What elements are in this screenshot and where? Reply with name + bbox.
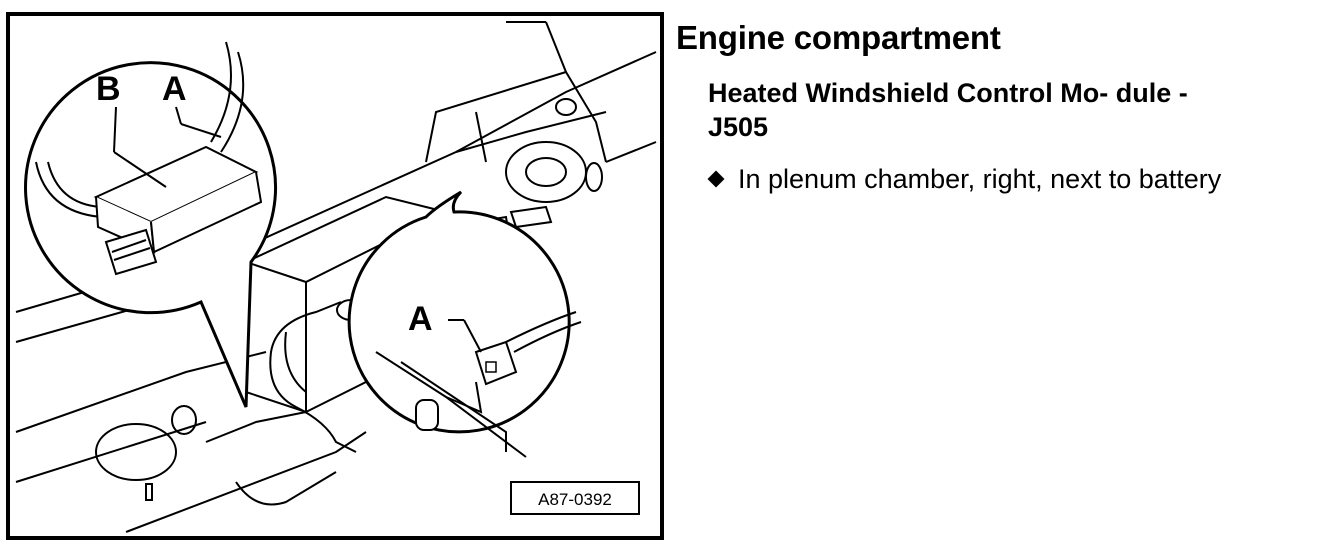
location-bullet-item: In plenum chamber, right, next to batter…: [704, 162, 1316, 196]
callout-a-main: A: [162, 70, 187, 108]
description-column: Engine compartment Heated Windshield Con…: [676, 18, 1316, 196]
illustration-figure: B A A A87-0392: [6, 12, 666, 542]
detail-circle-connector: [347, 190, 582, 458]
location-bullet-text: In plenum chamber, right, next to batter…: [738, 164, 1222, 194]
section-title: Engine compartment: [676, 19, 1001, 56]
diamond-bullet-icon: [707, 170, 725, 188]
callout-b-main: B: [96, 70, 121, 108]
figure-id: A87-0392: [538, 490, 612, 509]
detail-circle-module: [24, 41, 277, 408]
component-title: Heated Windshield Control Mo- dule - J50…: [708, 78, 1188, 142]
callout-a-detail: A: [408, 300, 433, 338]
figure-id-box: [510, 481, 640, 515]
